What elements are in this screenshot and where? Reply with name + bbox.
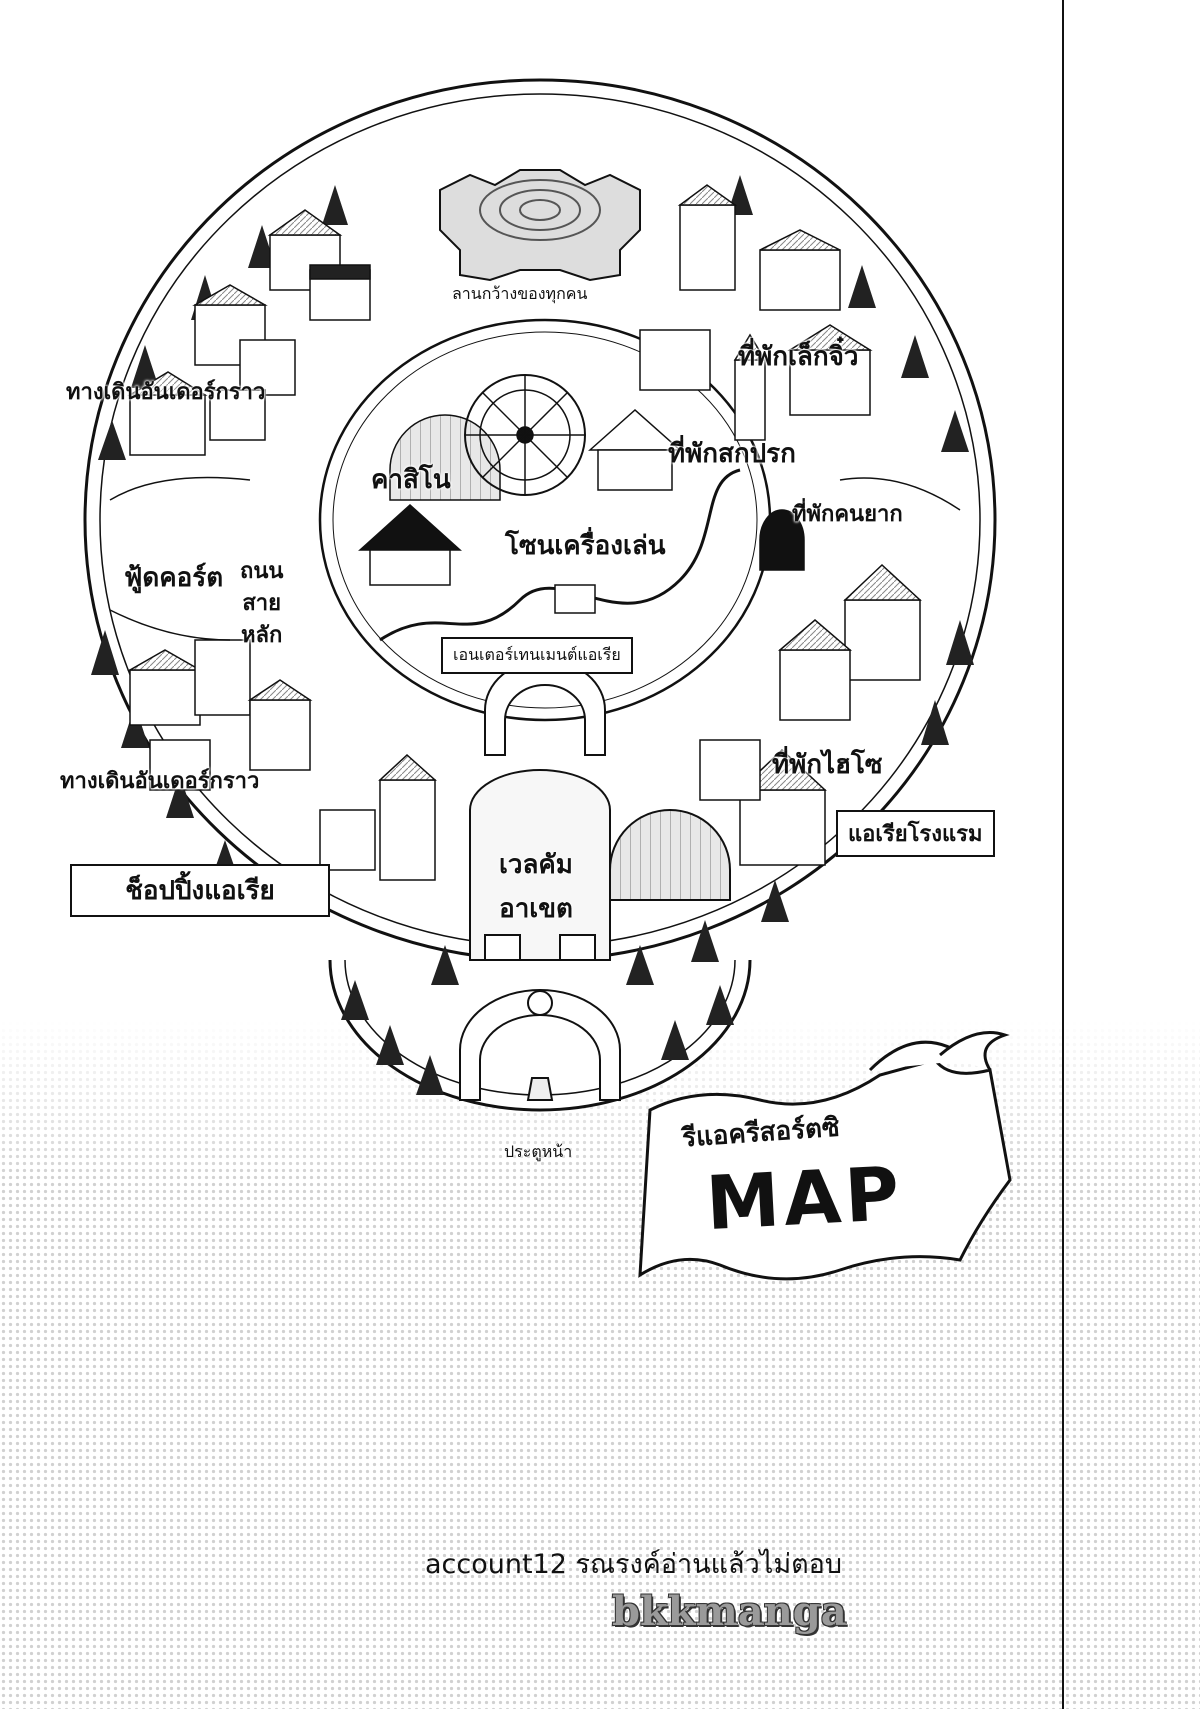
label-main-road: ถนน สาย หลัก [240, 556, 283, 652]
label-welcome-zone: เวลคัม อาเขต [499, 843, 573, 931]
label-plaza: ลานกว้างของทุกคน [452, 284, 588, 303]
label-ride-zone: โซนเครื่องเล่น [505, 531, 666, 561]
label-luxury-inn: ที่พักไฮโซ [772, 750, 883, 780]
main-road-line-3: หลัก [241, 623, 283, 648]
left-buildings [127, 209, 437, 881]
main-road-line-1: ถนน [240, 559, 284, 584]
trees [91, 175, 974, 1095]
label-poor-inn: ที่พักคนยาก [792, 502, 903, 527]
welcome-arcade [469, 769, 611, 961]
plaza-gear [439, 169, 641, 282]
label-front-gate: ประตูหน้า [504, 1142, 573, 1161]
hotel-dome [609, 809, 731, 901]
map-banner-scroll [638, 1031, 1012, 1281]
banner-map-word: MAP [703, 1150, 906, 1248]
label-hotel-area: แอเรียโรงแรม [836, 810, 995, 857]
entertainment-attractions [358, 374, 805, 642]
label-small-inn: ที่พักเล็กจิ๋ว [738, 342, 859, 372]
walkways [109, 476, 961, 641]
welcome-zone-line-2: อาเขต [499, 894, 573, 924]
right-buildings [639, 184, 922, 866]
label-shopping-area: ช็อปปิ้งแอเรีย [70, 864, 330, 917]
label-food-court: ฟู้ดคอร์ต [124, 563, 224, 593]
chapter-title: account12 รณรงค์อ่านแล้วไม่ตอบ [425, 1549, 843, 1580]
label-underground-walk-top: ทางเดินอันเดอร์กราว [66, 380, 266, 405]
label-casino: คาสิโน [371, 465, 451, 495]
scanlation-credit: bkkmanga [612, 1588, 847, 1635]
page-edge-rule [1062, 0, 1064, 1709]
label-shabby-inn: ที่พักสกปรก [668, 439, 796, 469]
label-entertainment-area: เอนเตอร์เทนเมนต์แอเรีย [441, 637, 633, 674]
welcome-zone-line-1: เวลคัม [499, 850, 573, 880]
main-road-line-2: สาย [242, 591, 282, 616]
front-gate-arch [459, 989, 621, 1101]
label-underground-walk-bottom: ทางเดินอันเดอร์กราว [60, 769, 260, 794]
